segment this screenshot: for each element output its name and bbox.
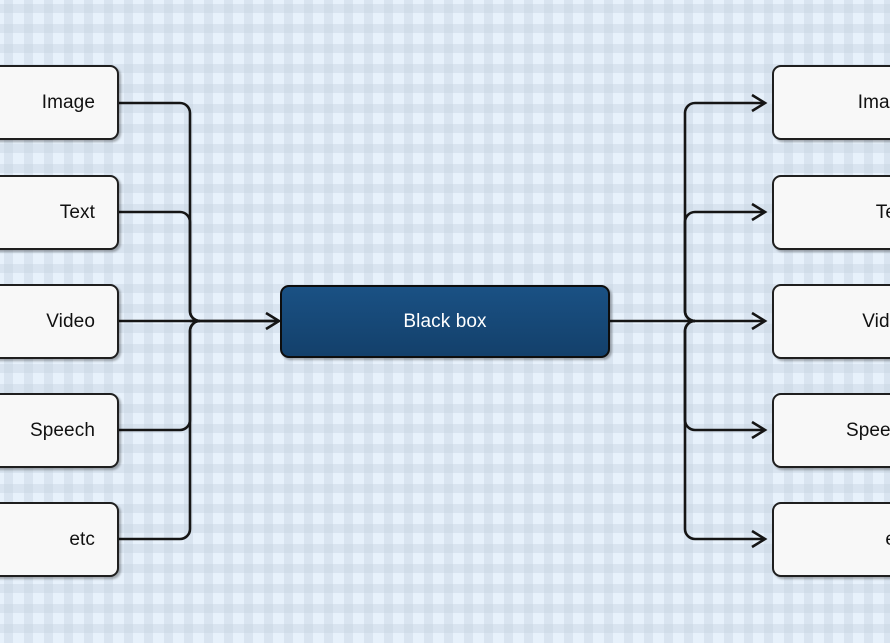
black-box-label: Black box (403, 310, 487, 332)
output-node-image[interactable]: Image (772, 65, 890, 140)
black-box-node[interactable]: Black box (280, 285, 610, 358)
wire-output-text (683, 210, 764, 323)
arrowhead-into-blackbox (265, 311, 282, 331)
arrowhead-into-output-etc (751, 529, 768, 549)
wire-output-image (683, 101, 764, 323)
wire-output-speech (683, 319, 764, 432)
input-node-speech[interactable]: Speech (0, 393, 119, 468)
arrowhead-into-output-video (751, 311, 768, 331)
wire-input-image (119, 101, 201, 323)
output-node-speech[interactable]: Speech (772, 393, 890, 468)
arrowhead-into-output-speech (751, 420, 768, 440)
output-node-text[interactable]: Text (772, 175, 890, 250)
wire-input-etc (119, 319, 201, 541)
input-node-label: Speech (29, 419, 95, 441)
output-node-label: Image (857, 91, 890, 113)
wire-input-text (119, 210, 201, 323)
input-node-label: etc (69, 528, 95, 550)
wire-output-etc (683, 319, 764, 541)
input-node-label: Image (41, 91, 95, 113)
output-node-video[interactable]: Video (772, 284, 890, 359)
arrowhead-into-output-text (751, 202, 768, 222)
input-node-etc[interactable]: etc (0, 502, 119, 577)
input-node-label: Text (59, 201, 95, 223)
output-node-etc[interactable]: etc (772, 502, 890, 577)
output-node-label: Video (862, 310, 890, 332)
output-node-label: etc (885, 529, 890, 551)
input-node-text[interactable]: Text (0, 175, 119, 250)
input-node-video[interactable]: Video (0, 284, 119, 359)
arrowhead-into-output-image (751, 93, 768, 113)
wire-input-speech (119, 319, 201, 432)
input-node-label: Video (46, 310, 95, 332)
output-node-label: Speech (845, 419, 890, 441)
input-node-image[interactable]: Image (0, 65, 119, 140)
output-node-label: Text (875, 201, 890, 223)
